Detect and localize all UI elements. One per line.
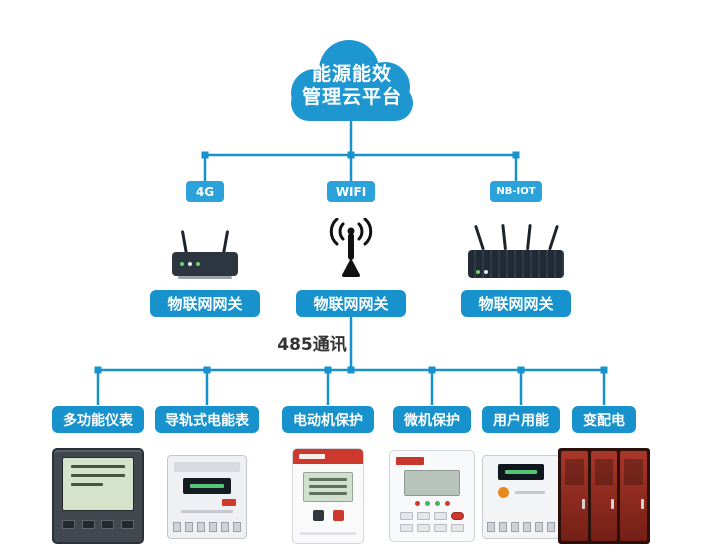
din-rail-energy-meter-image [167, 455, 247, 539]
4g-router-icon [170, 224, 240, 280]
protection-buttons [312, 510, 344, 521]
cloud-title: 能源能效 管理云平台 [277, 35, 427, 130]
badge-4g: 4G [186, 181, 224, 202]
wifi-antenna-icon [329, 218, 373, 277]
badge-wifi: WIFI [327, 181, 375, 202]
badge-nb-iot: NB-IOT [490, 181, 542, 202]
gateway-label-nb-iot: 物联网网关 [461, 290, 571, 317]
brand-logo-mark [396, 457, 424, 465]
gateway-label-4g: 物联网网关 [150, 290, 260, 317]
multifunction-meter-image [52, 448, 144, 544]
device-label-motor-protection: 电动机保护 [282, 406, 374, 433]
orange-button [497, 487, 509, 498]
cloud-icon [291, 40, 413, 121]
cloud-title-line1: 能源能效 [311, 62, 392, 85]
protection-lcd [303, 472, 353, 502]
power-distribution-cabinet-image [558, 448, 650, 544]
meter-display [183, 478, 231, 494]
cabinet-door [590, 451, 618, 541]
meter-buttons [62, 520, 134, 529]
energy-display [498, 464, 544, 480]
brand-band [293, 449, 363, 464]
meter-lcd-screen [62, 457, 134, 511]
keypad [400, 512, 464, 532]
device-label-power-distribution: 变配电 [572, 406, 636, 433]
nb-iot-router-icon [466, 222, 566, 280]
device-label-user-energy: 用户用能 [482, 406, 560, 433]
bus-485-label: 485通讯 [277, 335, 347, 355]
terminal-block [487, 522, 555, 532]
device-label-din-rail-meter: 导轨式电能表 [155, 406, 259, 433]
microcomputer-protection-image [389, 450, 475, 542]
device-label-microcomputer-protection: 微机保护 [393, 406, 471, 433]
terminal-block [173, 522, 241, 532]
relay-lcd [404, 470, 460, 496]
device-label-multifunction-meter: 多功能仪表 [52, 406, 144, 433]
cloud-title-line2: 管理云平台 [301, 85, 402, 108]
user-energy-meter-image [482, 455, 560, 539]
motor-protection-image [292, 448, 364, 544]
cabinet-door [620, 451, 648, 541]
indicator-leds [414, 501, 450, 506]
cloud-platform-node: 能源能效 管理云平台 [277, 35, 427, 130]
cabinet-door [561, 451, 588, 541]
gateway-label-wifi: 物联网网关 [296, 290, 406, 317]
